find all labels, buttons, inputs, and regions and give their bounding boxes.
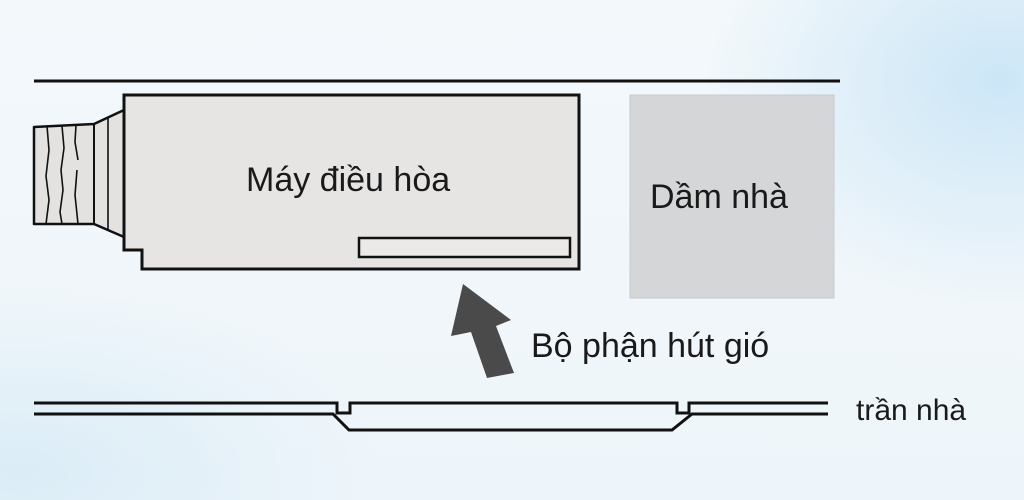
air-flow-arrow-icon [451,284,514,378]
ceiling-line [34,401,828,432]
air-conditioner-unit [122,93,581,271]
beam-label: Dầm nhà [650,178,788,216]
flexible-duct [32,108,126,239]
beam-block [629,94,835,299]
air-intake-label: Bộ phận hút gió [531,327,770,365]
intake-grille [357,236,572,259]
ceiling-label: trần nhà [856,394,967,427]
air-conditioner-label: Máy điều hòa [246,161,451,199]
